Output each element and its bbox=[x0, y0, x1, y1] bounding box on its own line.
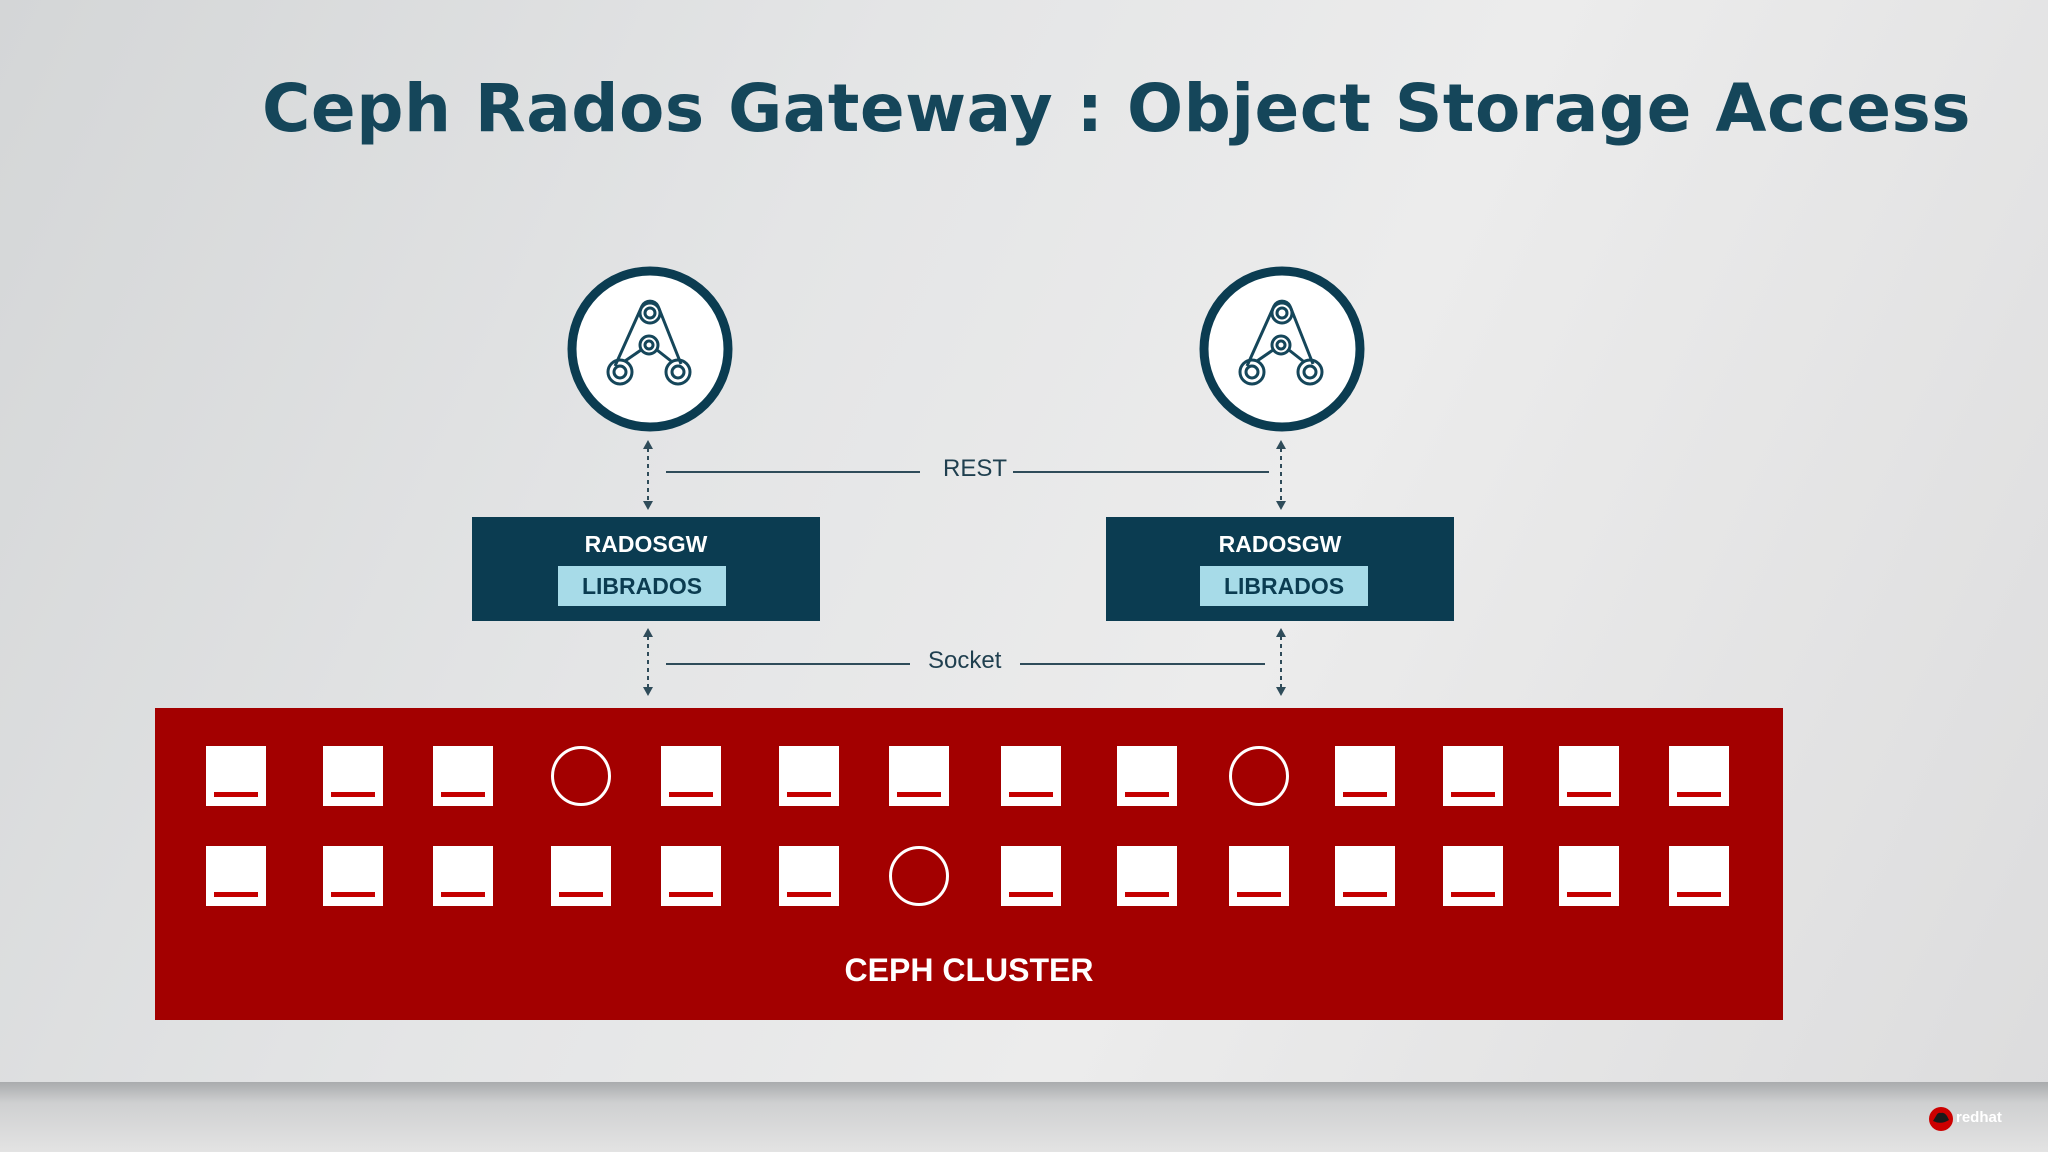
osd-node bbox=[1001, 846, 1061, 906]
osd-node-bar bbox=[669, 792, 713, 797]
radosgw-label: RADOSGW bbox=[1218, 531, 1342, 557]
redhat-logo-text: redhat bbox=[1956, 1109, 2002, 1126]
osd-node bbox=[1335, 746, 1395, 806]
ceph-cluster: CEPH CLUSTER bbox=[155, 708, 1783, 1020]
osd-node-bar bbox=[897, 792, 941, 797]
osd-node-bar bbox=[331, 792, 375, 797]
osd-node-bar bbox=[1125, 792, 1169, 797]
redhat-logo-icon bbox=[1929, 1107, 1953, 1131]
osd-node-bar bbox=[787, 792, 831, 797]
osd-node-bar bbox=[1677, 792, 1721, 797]
osd-node bbox=[661, 846, 721, 906]
double-arrow-icon bbox=[1276, 440, 1286, 510]
osd-node bbox=[1669, 746, 1729, 806]
redhat-logo: redhat bbox=[1928, 1104, 2018, 1134]
footer-band bbox=[0, 1082, 2048, 1152]
osd-node bbox=[1559, 746, 1619, 806]
slide-title: Ceph Rados Gateway : Object Storage Acce… bbox=[262, 70, 1972, 147]
radosgw-box: RADOSGW LIBRADOS bbox=[1106, 517, 1454, 621]
monitor-node bbox=[551, 746, 611, 806]
osd-node-bar bbox=[1343, 892, 1387, 897]
osd-node bbox=[1559, 846, 1619, 906]
socket-line bbox=[1020, 663, 1265, 665]
radosgw-label: RADOSGW bbox=[584, 531, 708, 557]
osd-node bbox=[779, 746, 839, 806]
osd-node-bar bbox=[1009, 792, 1053, 797]
rest-label: REST bbox=[943, 455, 1008, 482]
osd-node bbox=[661, 746, 721, 806]
osd-node bbox=[1335, 846, 1395, 906]
osd-node bbox=[323, 846, 383, 906]
osd-node-bar bbox=[331, 892, 375, 897]
librados-label: LIBRADOS bbox=[1200, 566, 1368, 606]
osd-node bbox=[1229, 846, 1289, 906]
osd-node bbox=[1117, 846, 1177, 906]
osd-node bbox=[1669, 846, 1729, 906]
osd-node bbox=[206, 746, 266, 806]
osd-node-bar bbox=[214, 792, 258, 797]
application-icon bbox=[567, 266, 733, 432]
osd-node-bar bbox=[441, 792, 485, 797]
osd-node-bar bbox=[1451, 892, 1495, 897]
osd-node-bar bbox=[214, 892, 258, 897]
rest-line bbox=[666, 471, 920, 473]
osd-node bbox=[1443, 846, 1503, 906]
librados-label: LIBRADOS bbox=[558, 566, 726, 606]
application-icon bbox=[1199, 266, 1365, 432]
socket-line bbox=[666, 663, 910, 665]
monitor-node bbox=[1229, 746, 1289, 806]
osd-node-bar bbox=[1125, 892, 1169, 897]
double-arrow-icon bbox=[643, 440, 653, 510]
osd-node-bar bbox=[1567, 892, 1611, 897]
cluster-label: CEPH CLUSTER bbox=[844, 952, 1094, 988]
osd-node bbox=[779, 846, 839, 906]
radosgw-box: RADOSGW LIBRADOS bbox=[472, 517, 820, 621]
osd-node bbox=[551, 846, 611, 906]
socket-label: Socket bbox=[928, 647, 1002, 674]
osd-node-bar bbox=[1677, 892, 1721, 897]
osd-node bbox=[1001, 746, 1061, 806]
osd-node bbox=[323, 746, 383, 806]
osd-node-bar bbox=[1343, 792, 1387, 797]
osd-node bbox=[206, 846, 266, 906]
rest-line bbox=[1013, 471, 1269, 473]
double-arrow-icon bbox=[1276, 628, 1286, 696]
osd-node-bar bbox=[1237, 892, 1281, 897]
osd-node bbox=[1117, 746, 1177, 806]
osd-node-bar bbox=[1009, 892, 1053, 897]
osd-node bbox=[1443, 746, 1503, 806]
monitor-node bbox=[889, 846, 949, 906]
osd-node-bar bbox=[441, 892, 485, 897]
osd-node bbox=[433, 846, 493, 906]
osd-node-bar bbox=[1567, 792, 1611, 797]
osd-node bbox=[889, 746, 949, 806]
osd-node-bar bbox=[669, 892, 713, 897]
osd-node-bar bbox=[1451, 792, 1495, 797]
osd-node-bar bbox=[787, 892, 831, 897]
osd-node-bar bbox=[559, 892, 603, 897]
double-arrow-icon bbox=[643, 628, 653, 696]
osd-node bbox=[433, 746, 493, 806]
